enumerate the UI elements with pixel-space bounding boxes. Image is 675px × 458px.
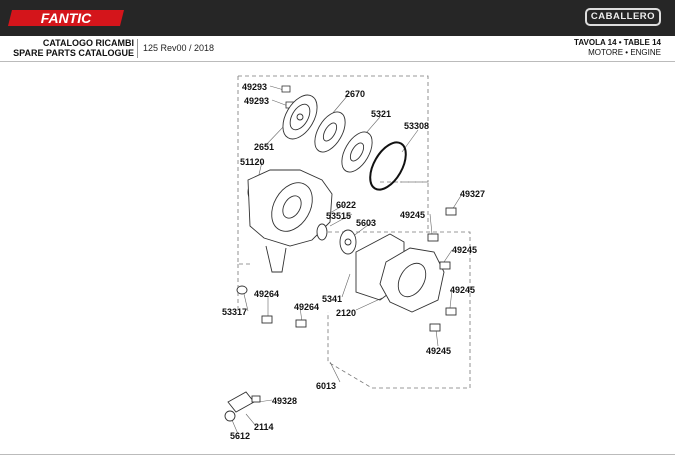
header-rule — [0, 61, 675, 62]
gasket-2670 — [314, 111, 346, 153]
pump-cover-2651 — [282, 94, 318, 140]
part-label: 2120 — [336, 308, 356, 318]
table-number: TAVOLA 14 • TABLE 14 — [574, 38, 661, 47]
part-label: 49245 — [426, 346, 451, 356]
part-label: 2651 — [254, 142, 274, 152]
part-label: 5321 — [371, 109, 391, 119]
header-bar: FANTIC CABALLERO — [0, 0, 675, 36]
bolt-icon — [445, 307, 457, 316]
svg-text:FANTIC: FANTIC — [41, 10, 92, 26]
part-label: 5603 — [356, 218, 376, 228]
fitting-2114 — [224, 391, 261, 422]
fantic-logo: FANTIC — [8, 10, 124, 26]
table-section: MOTORE • ENGINE — [588, 48, 661, 57]
washer-53317 — [236, 285, 248, 295]
catalog-title-it: CATALOGO RICAMBI — [42, 38, 134, 48]
screw-icon — [281, 85, 291, 93]
footer-rule — [0, 454, 675, 455]
part-label: 49245 — [400, 210, 425, 220]
screw-icon — [251, 395, 261, 403]
plate-5321 — [341, 131, 373, 173]
part-label: 49245 — [452, 245, 477, 255]
part-label: 49293 — [244, 96, 269, 106]
impeller-5603 — [339, 229, 357, 255]
bolt-icon — [439, 261, 451, 270]
bolt-icon — [445, 207, 457, 216]
exploded-diagram: 49293 49293 2670 5321 53308 2651 51120 4… — [222, 75, 485, 441]
group-outline-cover — [237, 75, 429, 265]
bolt-icon — [427, 233, 439, 242]
oring-53308 — [369, 141, 407, 191]
part-label: 53317 — [222, 307, 247, 317]
nut-5612 — [224, 410, 236, 422]
catalog-title: CATALOGO RICAMBI SPARE PARTS CATALOGUE — [0, 38, 134, 58]
bolt-icon — [295, 319, 307, 328]
part-label: 49327 — [460, 189, 485, 199]
pump-body-2120 — [379, 247, 445, 313]
part-label: 49264 — [254, 289, 279, 299]
part-label: 49264 — [294, 302, 319, 312]
group-outline-pump — [327, 231, 471, 389]
part-label: 5612 — [230, 431, 250, 441]
table-title: TAVOLA 14 • TABLE 14 MOTORE • ENGINE — [574, 38, 661, 58]
part-label: 53515 — [326, 211, 351, 221]
bolt-icon — [261, 315, 273, 324]
part-label: 2670 — [345, 89, 365, 99]
pump-housing — [247, 169, 333, 273]
header-divider — [137, 39, 138, 58]
part-label: 49293 — [242, 82, 267, 92]
part-label: 49328 — [272, 396, 297, 406]
part-label: 2114 — [254, 422, 274, 432]
part-label: 51120 — [240, 157, 265, 167]
seal-53515 — [316, 223, 328, 241]
bolt-icon — [429, 323, 441, 332]
part-label: 5341 — [322, 294, 342, 304]
catalog-title-en: SPARE PARTS CATALOGUE — [13, 48, 134, 58]
caballero-logo: CABALLERO — [585, 8, 661, 26]
revision-text: 125 Rev00 / 2018 — [143, 43, 215, 53]
part-label: 6022 — [336, 200, 356, 210]
part-label: 49245 — [450, 285, 475, 295]
bolt-group-49245 — [261, 207, 457, 332]
part-label: 53308 — [404, 121, 429, 131]
part-label: 6013 — [316, 381, 336, 391]
